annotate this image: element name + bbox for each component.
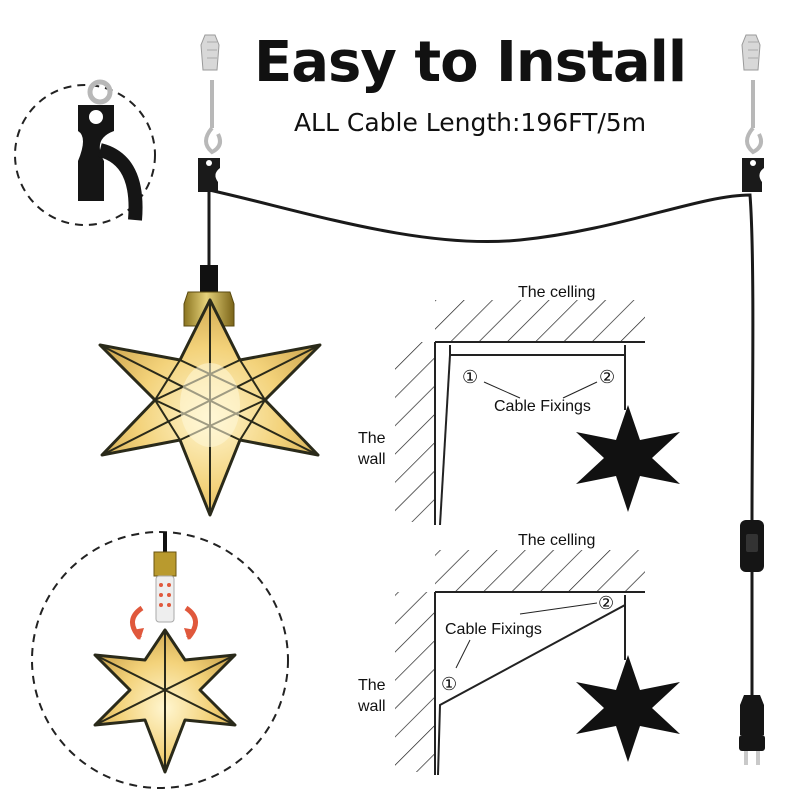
ceiling-label: The celling (518, 532, 595, 549)
screw-hook-icon (204, 80, 222, 155)
star-lamp-icon (98, 265, 322, 517)
bulb-install-detail-circle (31, 531, 289, 789)
wall-label-line1: The (358, 430, 386, 447)
cable-clip-icon (198, 158, 220, 192)
screw-hook-icon (745, 80, 763, 155)
marker-1: ① (462, 367, 478, 387)
cable-fixings-label: Cable Fixings (445, 621, 542, 638)
clip-detail-circle (14, 79, 156, 226)
marker-2: ② (599, 367, 615, 387)
ceiling-label: The celling (518, 284, 595, 301)
cable-fixings-label: Cable Fixings (494, 398, 591, 415)
cable-clip-icon (742, 158, 764, 192)
marker-1: ① (441, 674, 457, 694)
power-cable (208, 188, 755, 521)
wall-install-diagram (395, 550, 680, 776)
inline-switch-icon (740, 520, 764, 572)
ceiling-install-diagram (395, 300, 680, 526)
cable-length-subtitle: ALL Cable Length:196FT/5m (293, 108, 647, 137)
wall-label-line1: The (358, 677, 386, 694)
wall-label-line2: wall (357, 451, 386, 468)
wall-anchor-icon (200, 34, 220, 71)
marker-2: ② (598, 593, 614, 613)
plug-icon (739, 695, 765, 765)
wall-label-line2: wall (357, 698, 386, 715)
wall-anchor-icon (741, 34, 761, 71)
page-title: Easy to Install (253, 30, 687, 95)
